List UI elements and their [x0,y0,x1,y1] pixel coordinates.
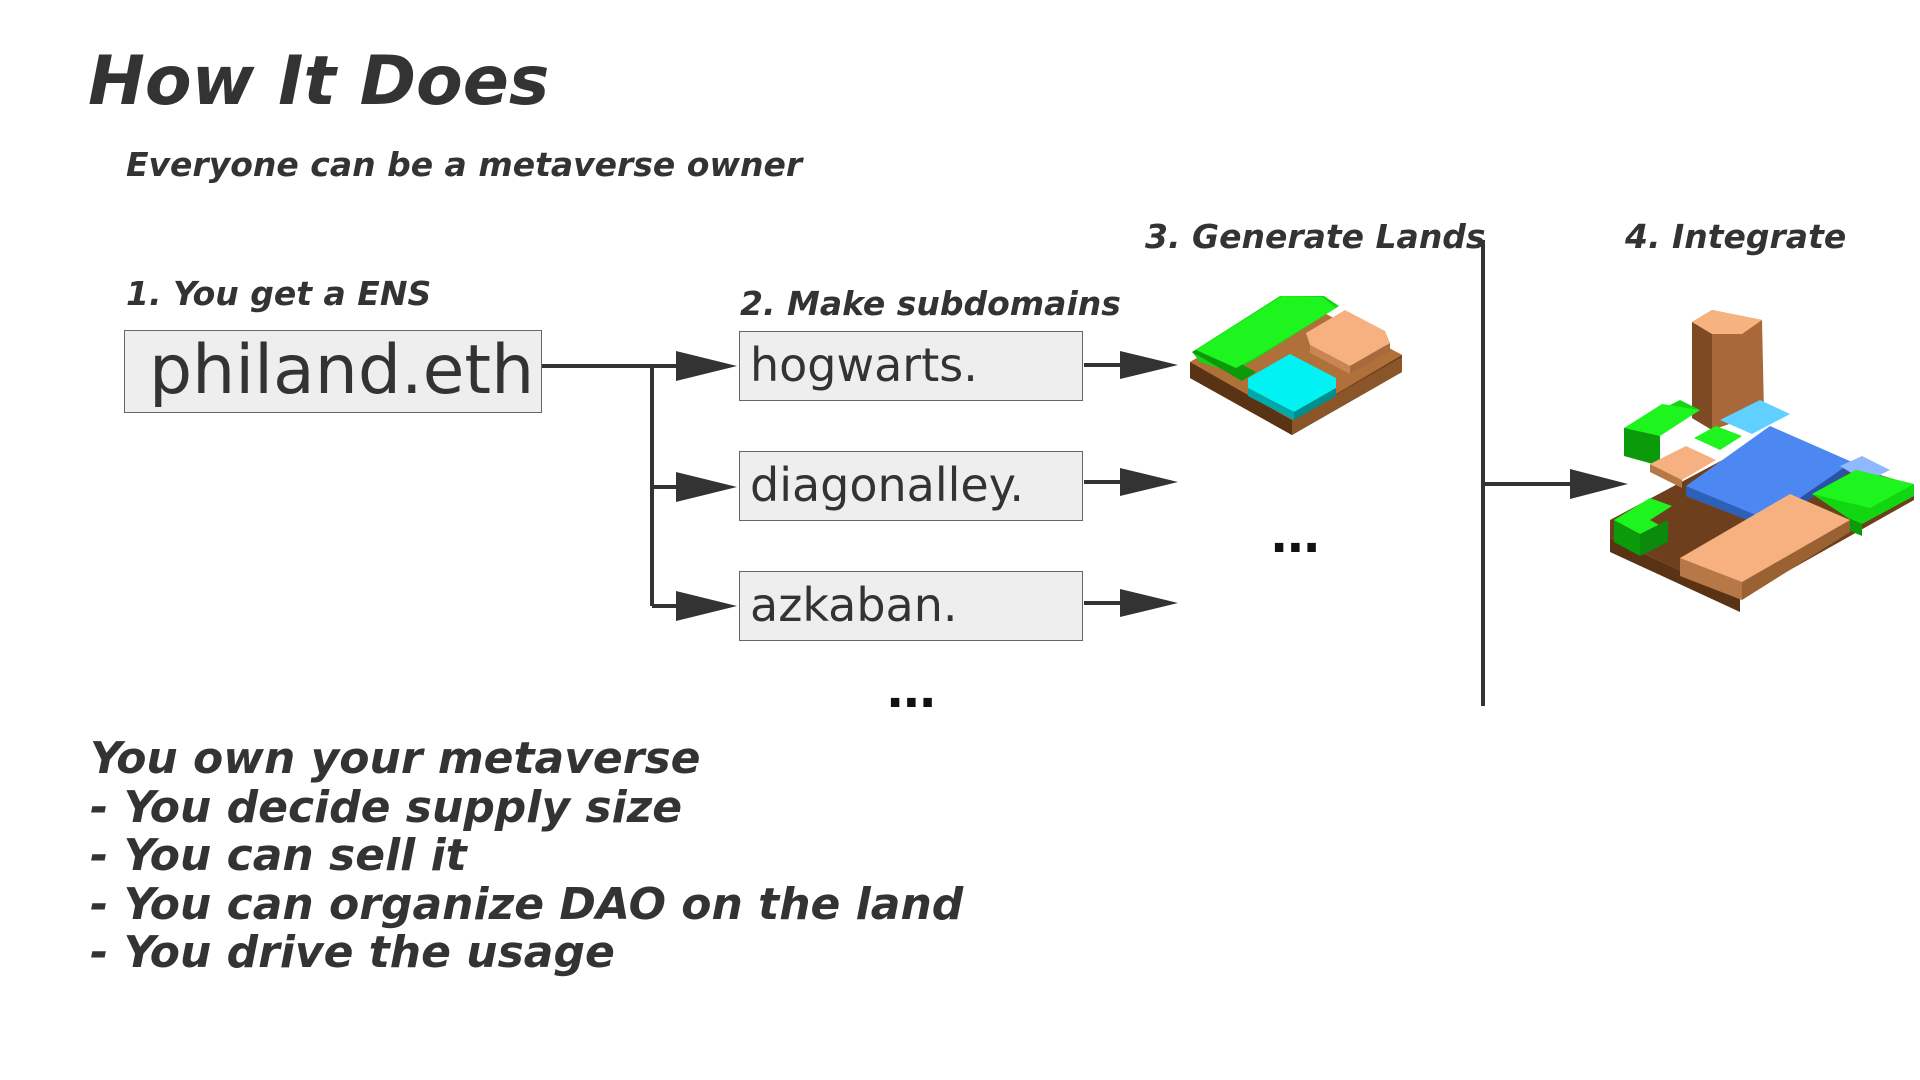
page-subtitle: Everyone can be a metaverse owner [126,145,803,184]
summary-list: You own your metaverse - You decide supp… [90,733,964,978]
arrow-to-azkaban [676,591,737,621]
ens-connector [542,364,654,606]
subdomain-box-azkaban: azkaban. [739,571,1083,641]
generated-land-icon [1190,296,1402,435]
step-1-label: 1. You get a ENS [126,274,432,313]
ens-name-box: philand.eth [124,330,542,413]
more-subdomains-ellipsis: ... [886,663,937,719]
arrow-hogwarts-land [1120,351,1178,379]
summary-point: - You drive the usage [90,927,615,978]
branch-arrows [652,351,737,621]
subdomain-box-hogwarts: hogwarts. [739,331,1083,401]
arrow-diagonalley-land [1120,468,1178,496]
integrated-metaverse-icon [1610,310,1914,612]
page-title: How It Does [88,42,550,121]
summary-point: - You can sell it [90,830,467,881]
step-2-label: 2. Make subdomains [740,284,1121,323]
arrow-integrate [1570,469,1628,499]
summary-heading: You own your metaverse [90,733,701,784]
arrow-to-diagonalley [676,472,737,502]
summary-point: - You decide supply size [90,781,683,833]
land-arrows [1084,351,1178,617]
arrow-to-hogwarts [676,351,737,381]
subdomain-box-diagonalley: diagonalley. [739,451,1083,521]
step-3-label: 3. Generate Lands [1145,217,1486,256]
step-4-label: 4. Integrate [1625,217,1847,256]
more-lands-ellipsis: ... [1270,508,1321,564]
arrow-azkaban-land [1120,589,1178,617]
integrate-connector [1481,240,1628,706]
summary-point: - You can organize DAO on the land [90,878,964,930]
